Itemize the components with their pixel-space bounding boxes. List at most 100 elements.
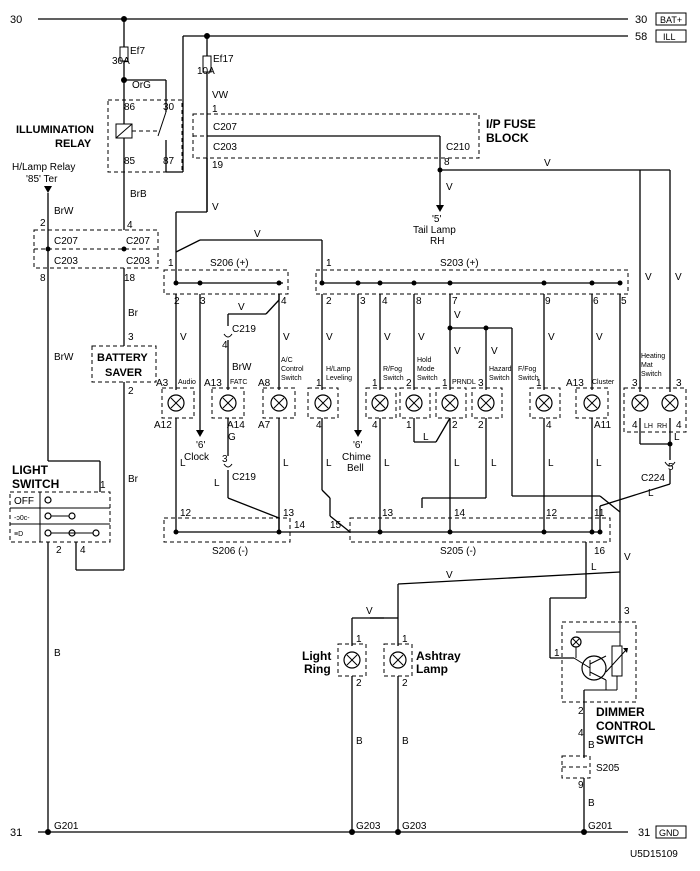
g201-right: G201 — [588, 821, 613, 832]
splice-s206-minus: 12 13 14 S206 (-) — [163, 508, 350, 557]
hazard-line1: Hazard — [489, 366, 512, 373]
ls-off: OFF — [14, 496, 34, 507]
bs-line2: SAVER — [105, 367, 142, 379]
s206p-box — [163, 269, 289, 295]
relay-pin-87: 87 — [163, 156, 175, 167]
g203-ashtray: G203 — [402, 821, 427, 832]
ip-pin-19: 19 — [212, 160, 224, 171]
wire-br-2: Br — [128, 474, 139, 485]
s203-pin5-feed: V — [619, 294, 631, 620]
wire-brw-2: BrW — [54, 352, 74, 363]
lamp-fatc: V C219 4 BrW A13 FATC A14 G 3 C219 L — [204, 294, 280, 532]
heat-rh: RH — [657, 423, 667, 430]
bat-tag: BAT+ — [660, 15, 682, 25]
light-switch: LIGHT SWITCH OFF -ᴐ0ᴄ- ≡D 1 2 4 B G201 — [9, 460, 111, 835]
relay-pin-86: 86 — [124, 102, 136, 113]
wire-l-hlev: L — [326, 458, 332, 469]
pin-a12: A12 — [154, 420, 172, 431]
ls-line1: LIGHT — [12, 463, 49, 477]
ip-fuse-block: 1 C207 C203 19 I/P FUSE BLOCK C210 8 V '… — [192, 104, 682, 392]
svg-text:4: 4 — [676, 420, 682, 431]
wire-v-heat-1: V — [645, 272, 652, 283]
ls-box — [9, 491, 111, 543]
wire-l-ffog: L — [548, 458, 554, 469]
ip-c207: C207 — [213, 122, 237, 133]
heat-line2: Mat — [641, 362, 653, 369]
fatc-label: FATC — [230, 379, 247, 386]
ill-rail: 58 ILL — [183, 29, 687, 43]
chime-line2: Bell — [347, 463, 364, 474]
pin-a14: A14 — [227, 420, 245, 431]
wire-vw: VW — [212, 90, 229, 101]
c219-bottom: C219 — [232, 472, 256, 483]
wire-l-ac: L — [283, 458, 289, 469]
wire-b-ashtray: B — [402, 736, 409, 747]
wire-b-dimmer: B — [588, 740, 595, 751]
rfog-line2: Switch — [383, 375, 404, 382]
lamp-ac-control: V A8 A/C Control Switch A7 L — [258, 294, 304, 532]
wire-v-hold: V — [418, 332, 425, 343]
ac-line2: Control — [281, 366, 304, 373]
wire-v-hlev: V — [326, 332, 333, 343]
lamp-light-ring: 1 2 Light Ring B G203 — [302, 634, 381, 835]
svg-text:9: 9 — [545, 296, 551, 307]
wire-v-ring: V — [366, 606, 373, 617]
bs-line1: BATTERY — [97, 352, 148, 364]
wire-v-tail: V — [446, 182, 453, 193]
ls-contact-off — [44, 496, 52, 504]
bat-tag-box — [655, 12, 687, 26]
lamp-hold-mode: V Hold Mode Switch 2 1 L — [399, 294, 451, 443]
wire-l-hazard: L — [491, 458, 497, 469]
chime-line1: Chime — [342, 452, 371, 463]
tail-pin: '5' — [432, 214, 441, 225]
relay-pin-85: 85 — [124, 156, 136, 167]
svg-text:18: 18 — [124, 273, 136, 284]
pin-a7: A7 — [258, 420, 271, 431]
s206m-box — [163, 517, 291, 543]
relay-title-1: ILLUMINATION — [16, 124, 94, 136]
c219-top: C219 — [232, 324, 256, 335]
svg-text:1: 1 — [406, 420, 412, 431]
relay-pin-30: 30 — [163, 102, 175, 113]
ef7-name: Ef7 — [130, 46, 145, 57]
wire-v-prndl-2: V — [454, 346, 461, 357]
feed-s206: V V — [175, 158, 323, 283]
svg-text:14: 14 — [294, 520, 306, 531]
svg-text:2: 2 — [356, 678, 362, 689]
svg-text:2: 2 — [326, 296, 332, 307]
wire-l-heat: L — [674, 432, 680, 443]
svg-text:8: 8 — [40, 273, 46, 284]
rail-31-left: 31 — [10, 827, 22, 839]
wire-l-dimmer: L — [591, 562, 597, 573]
hlamp-relay-input: H/Lamp Relay '85' Ter BrW BrW — [12, 162, 75, 461]
rail-58-right: 58 — [635, 31, 647, 43]
clock-label: Clock — [184, 452, 210, 463]
heat-lh: LH — [644, 423, 653, 430]
svg-text:2: 2 — [174, 296, 180, 307]
s205-box — [561, 755, 591, 779]
wire-b-left: B — [54, 648, 61, 659]
svg-text:1: 1 — [402, 634, 408, 645]
g201-left: G201 — [54, 821, 79, 832]
prndl-label: PRNDL — [452, 379, 476, 386]
hlev-line1: H/Lamp — [326, 366, 351, 373]
svg-text:4: 4 — [281, 296, 287, 307]
svg-text:4: 4 — [578, 728, 584, 739]
chime-pin: '6' — [353, 440, 362, 451]
tail-line2: RH — [430, 236, 444, 247]
s206m-label: S206 (-) — [212, 546, 248, 557]
svg-text:4: 4 — [222, 340, 228, 351]
svg-text:3: 3 — [676, 378, 682, 389]
battery-saver-box — [91, 345, 157, 383]
svg-text:6: 6 — [593, 296, 599, 307]
svg-text:4: 4 — [382, 296, 388, 307]
dimmer-line3: SWITCH — [596, 733, 643, 747]
transistor-icon — [581, 655, 607, 681]
wire-v-ffog: V — [548, 332, 555, 343]
ip-c210: C210 — [446, 142, 470, 153]
ef17-rating: 10A — [197, 66, 215, 77]
pin-a8: A8 — [258, 378, 271, 389]
svg-text:4: 4 — [546, 420, 552, 431]
dimmer-control-switch: 3 1 2 DIMMER CONTROL SWITCH 4 B S205 9 B… — [554, 606, 655, 835]
